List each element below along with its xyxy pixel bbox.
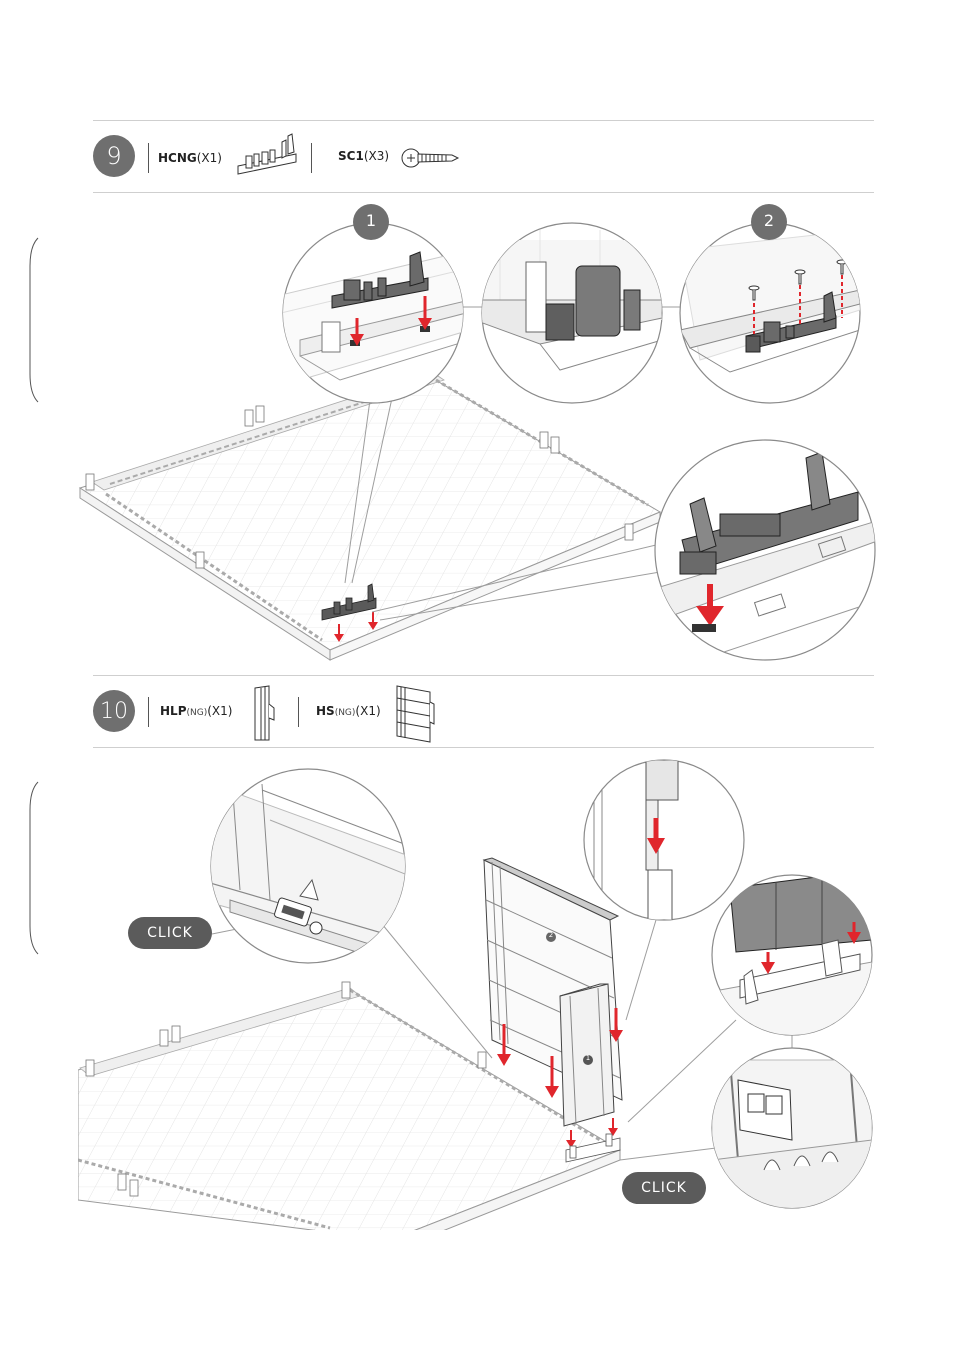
callout-badge-1 [353,204,389,240]
step10-badge: 10 [93,690,135,732]
screw-icon [401,148,460,168]
part-code: SC1 [338,149,364,163]
step9-part-hcng-label: HCNG(X1) [158,151,222,165]
detail-circle-3-screws [679,222,861,404]
step10-top-rule [93,675,874,676]
base-panel-step9 [78,371,662,661]
detail-circle-1 [282,222,464,404]
insert-arrows-step10 [497,1008,623,1148]
part-qty: (X3) [363,149,390,163]
step10-number: 10 [100,698,128,724]
hlp-leg-panel [559,983,615,1127]
part-variant: (NG) [334,708,356,718]
hs-panel-number: 2 [548,931,554,939]
part-qty: (X1) [355,704,381,718]
step9-divider-2 [311,143,312,173]
part-variant: (NG) [186,708,208,718]
insert-arrows-step9 [334,612,378,642]
hinge-connector-icon [237,133,297,175]
callout-badge-2 [751,204,787,240]
callout-1-label: 1 [365,211,377,230]
step9-divider-1 [148,143,149,173]
detail-circle-slide [583,759,745,921]
page-edge-arc-2 [29,781,39,955]
page-edge-arc [29,237,39,403]
hinge-leg-panel-icon [254,685,275,741]
part-code: HS [316,704,335,718]
step9-illustration [78,204,876,661]
step10-part-hs-label: HS(NG)(X1) [316,704,381,718]
step10-divider-1 [148,697,149,727]
step9-number: 9 [106,142,122,170]
hinge-connector-placed [321,583,377,621]
click-label-left-text: CLICK [147,925,193,941]
hlp-panel-number: 1 [585,1054,591,1062]
step9-top-rule [93,120,874,121]
detail-circle-click-left [210,768,406,964]
step10-divider-2 [298,697,299,727]
panel-clips-step9 [85,405,634,569]
step10-bottom-rule [93,747,874,748]
click-label-left: CLICK [128,917,212,949]
step9-part-sc1-label: SC1(X3) [338,149,389,163]
part-code: HLP [160,704,187,718]
part-code: HCNG [158,151,197,165]
part-qty: (X1) [207,704,233,718]
base-connectors-step10 [565,1133,621,1163]
detail-circle-click-right [711,1047,873,1209]
step9-bottom-rule [93,192,874,193]
callout-2-label: 2 [763,211,775,230]
click-label-right: CLICK [622,1172,706,1204]
part-qty: (X1) [196,151,222,165]
detail-circle-2 [481,222,663,404]
click-label-right-text: CLICK [641,1180,687,1196]
step9-badge: 9 [93,135,135,177]
hinge-side-panel-icon [396,685,435,743]
leader-lines-step9 [344,306,682,621]
detail-circle-connectors [711,874,873,1036]
step10-part-hlp-label: HLP(NG)(X1) [160,704,232,718]
detail-circle-4-insert [654,439,876,661]
